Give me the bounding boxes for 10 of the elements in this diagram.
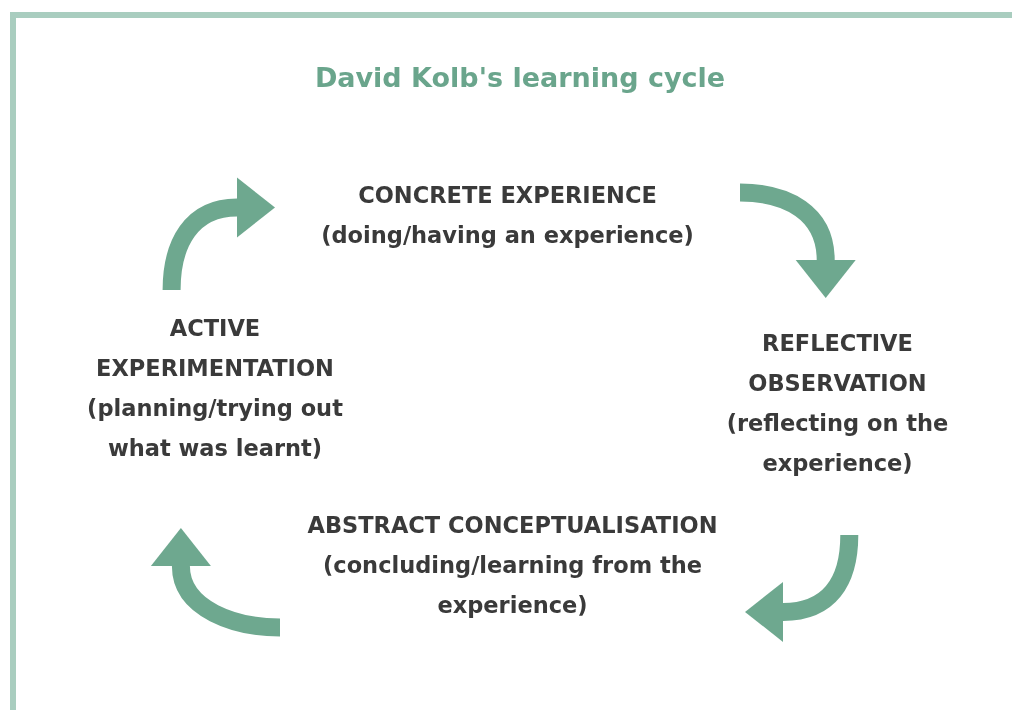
- title: David Kolb's learning cycle: [313, 62, 727, 93]
- curved-arrow: [151, 528, 281, 637]
- stage-description: (concluding/learning from the experience): [322, 551, 703, 620]
- stage-heading: CONCRETE EXPERIENCE: [358, 181, 657, 210]
- stage-description: (reflecting on the experience): [725, 409, 950, 478]
- stage-heading: REFLECTIVE OBSERVATION: [747, 329, 928, 398]
- stage-heading: ACTIVE EXPERIMENTATION: [95, 314, 335, 383]
- stage-heading: ABSTRACT CONCEPTUALISATION: [307, 511, 718, 540]
- stage-description: (doing/having an experience): [321, 221, 694, 250]
- stage-description: (planning/trying out what was learnt): [86, 394, 344, 463]
